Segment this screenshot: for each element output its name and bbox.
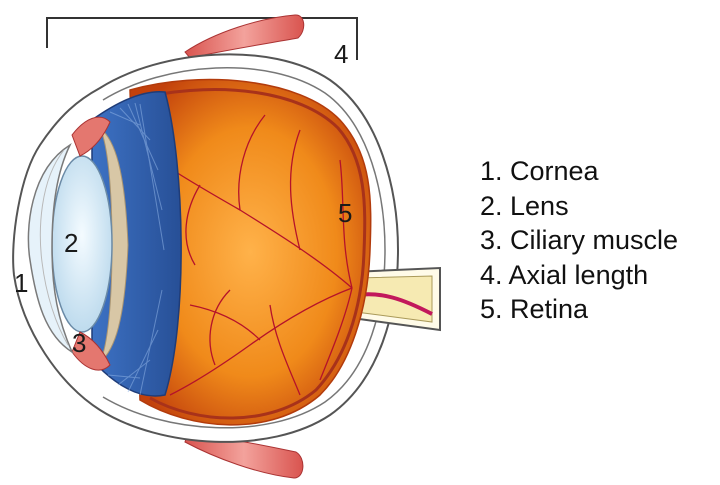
label-3-ciliary-muscle: 3 [72, 328, 86, 358]
legend-item-ciliary-muscle: 3. Ciliary muscle [480, 223, 678, 258]
lens [52, 156, 112, 332]
label-2-lens: 2 [64, 228, 78, 258]
label-5-retina: 5 [338, 198, 352, 228]
legend-item-lens: 2. Lens [480, 189, 678, 224]
label-1-cornea: 1 [14, 268, 28, 298]
legend-item-axial-length: 4. Axial length [480, 258, 678, 293]
legend: 1. Cornea 2. Lens 3. Ciliary muscle 4. A… [480, 154, 678, 327]
legend-item-retina: 5. Retina [480, 292, 678, 327]
legend-item-cornea: 1. Cornea [480, 154, 678, 189]
superior-extraocular-muscle [185, 15, 304, 58]
label-4-axial-length: 4 [334, 39, 348, 69]
